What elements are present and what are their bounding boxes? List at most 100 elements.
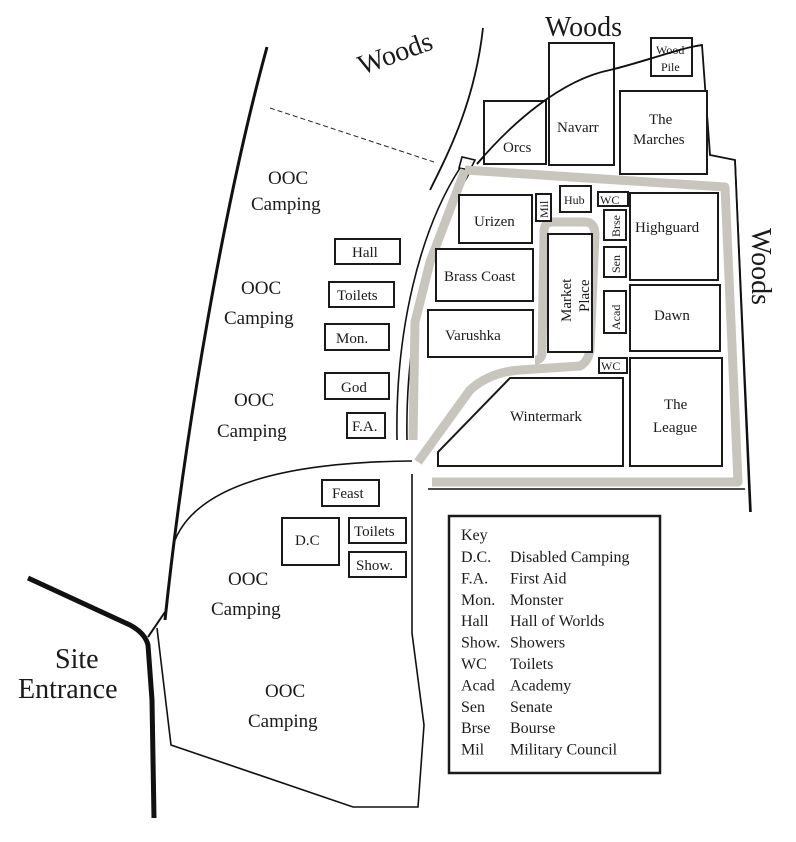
wc-south[interactable]: WC bbox=[598, 357, 628, 374]
key-abbr: F.A. bbox=[461, 570, 488, 587]
nation-market-place-label-2: Place bbox=[577, 279, 593, 312]
nation-navarr[interactable]: Navarr bbox=[548, 42, 615, 166]
wc-north[interactable]: WC bbox=[597, 191, 629, 207]
monster-label: Mon. bbox=[336, 331, 368, 347]
site-entrance-label-2: Entrance bbox=[18, 674, 118, 705]
ooc-camping-3-label-1: OOC bbox=[234, 390, 274, 411]
wood-pile-label-1: Wood bbox=[656, 43, 684, 57]
nation-orcs-label: Orcs bbox=[503, 140, 531, 156]
site-entrance-label-1: Site bbox=[55, 644, 99, 675]
academy-label: Acad bbox=[609, 305, 623, 330]
nation-the-marches-label-2: Marches bbox=[633, 132, 685, 148]
god[interactable]: God bbox=[324, 372, 390, 400]
bourse[interactable]: Brse bbox=[603, 209, 627, 241]
nation-the-league-label-2: League bbox=[653, 420, 697, 436]
wc-north-label: WC bbox=[600, 193, 619, 207]
ooc-camping-1-label-1: OOC bbox=[268, 168, 308, 189]
nation-market-place-label-1: Market bbox=[559, 278, 575, 322]
hub-label: Hub bbox=[564, 193, 585, 207]
academy[interactable]: Acad bbox=[603, 290, 627, 334]
key-abbr: Brse bbox=[461, 720, 490, 737]
key-entry: Show.Showers bbox=[461, 635, 565, 652]
north-track-overlay bbox=[476, 44, 703, 165]
nation-brass-coast[interactable]: Brass Coast bbox=[435, 248, 534, 302]
key-meaning: Senate bbox=[510, 699, 553, 716]
nation-the-league-label-1: The bbox=[664, 397, 688, 413]
hub[interactable]: Hub bbox=[559, 185, 592, 213]
key-meaning: Hall of Worlds bbox=[510, 613, 604, 630]
nation-wintermark[interactable]: Wintermark bbox=[437, 377, 624, 467]
ooc-camping-4-label-1: OOC bbox=[228, 569, 268, 590]
showers[interactable]: Show. bbox=[348, 551, 407, 578]
footpath-diagonal bbox=[414, 217, 600, 465]
disabled-camping-label: D.C bbox=[295, 533, 320, 549]
hall-of-worlds[interactable]: Hall bbox=[334, 238, 401, 265]
nation-varushka[interactable]: Varushka bbox=[427, 309, 534, 358]
military-council-label: Mil bbox=[537, 200, 551, 218]
nation-dawn[interactable]: Dawn bbox=[629, 284, 721, 352]
key-title: Key bbox=[461, 527, 488, 544]
feast[interactable]: Feast bbox=[321, 479, 380, 507]
key-abbr: Hall bbox=[461, 613, 489, 630]
showers-label: Show. bbox=[356, 558, 393, 574]
monster[interactable]: Mon. bbox=[324, 323, 390, 351]
toilets-west[interactable]: Toilets bbox=[328, 281, 395, 308]
wc-south-label: WC bbox=[601, 359, 620, 373]
ooc-camping-2-label-1: OOC bbox=[241, 278, 281, 299]
nation-orcs[interactable]: Orcs bbox=[483, 100, 547, 165]
key-meaning: Academy bbox=[510, 677, 571, 694]
track-outer bbox=[396, 167, 461, 441]
footpath-west bbox=[408, 168, 470, 441]
north-boundary-arc bbox=[429, 27, 484, 191]
road-branch bbox=[147, 611, 166, 638]
east-boundary bbox=[734, 159, 752, 513]
key-meaning: First Aid bbox=[510, 570, 566, 587]
key-meaning: Disabled Camping bbox=[510, 549, 630, 566]
first-aid[interactable]: F.A. bbox=[346, 412, 386, 439]
ooc-camping-5-label-1: OOC bbox=[265, 681, 305, 702]
senate[interactable]: Sen bbox=[603, 246, 627, 278]
nation-navarr-label: Navarr bbox=[557, 120, 599, 136]
nation-urizen[interactable]: Urizen bbox=[458, 194, 533, 244]
footpath-loop bbox=[432, 165, 743, 487]
senate-label: Sen bbox=[609, 255, 623, 273]
god-label: God bbox=[341, 380, 367, 396]
nation-varushka-label: Varushka bbox=[445, 328, 501, 344]
bourse-label: Brse bbox=[609, 215, 623, 237]
ooc-camping-2-label-2: Camping bbox=[224, 308, 294, 329]
nation-wintermark-label: Wintermark bbox=[510, 409, 582, 425]
key-meaning: Military Council bbox=[510, 742, 618, 759]
nation-market-place[interactable]: Market Place bbox=[547, 233, 593, 353]
south-field-top-curve bbox=[174, 460, 413, 541]
disabled-camping[interactable]: D.C bbox=[281, 517, 340, 566]
south-field-outline bbox=[156, 474, 425, 808]
key-meaning: Showers bbox=[510, 635, 565, 652]
wood-pile-label-2: Pile bbox=[661, 60, 680, 74]
key-entry: Mon.Monster bbox=[461, 592, 564, 609]
main-road bbox=[26, 575, 157, 819]
nation-urizen-label: Urizen bbox=[474, 214, 515, 230]
dashed-boundary bbox=[269, 107, 435, 163]
toilets-south[interactable]: Toilets bbox=[348, 517, 407, 544]
military-council[interactable]: Mil bbox=[535, 193, 552, 222]
key-entry: Sen Senate bbox=[461, 699, 553, 716]
toilets-south-label: Toilets bbox=[354, 524, 395, 540]
hall-of-worlds-label: Hall bbox=[352, 245, 378, 261]
nation-dawn-label: Dawn bbox=[654, 308, 690, 324]
key-abbr: Sen bbox=[461, 699, 485, 716]
nation-the-league[interactable]: The League bbox=[629, 357, 723, 467]
nation-the-marches[interactable]: The Marches bbox=[619, 90, 708, 175]
ooc-camping-5-label-2: Camping bbox=[248, 711, 318, 732]
wood-pile[interactable]: Wood Pile bbox=[650, 37, 693, 77]
woods-label-northwest: Woods bbox=[354, 26, 437, 81]
nation-highguard[interactable]: Highguard bbox=[629, 192, 719, 281]
key-entry: Hall Hall of Worlds bbox=[461, 613, 604, 630]
key-meaning: Monster bbox=[510, 592, 564, 609]
ooc-camping-3-label-2: Camping bbox=[217, 421, 287, 442]
